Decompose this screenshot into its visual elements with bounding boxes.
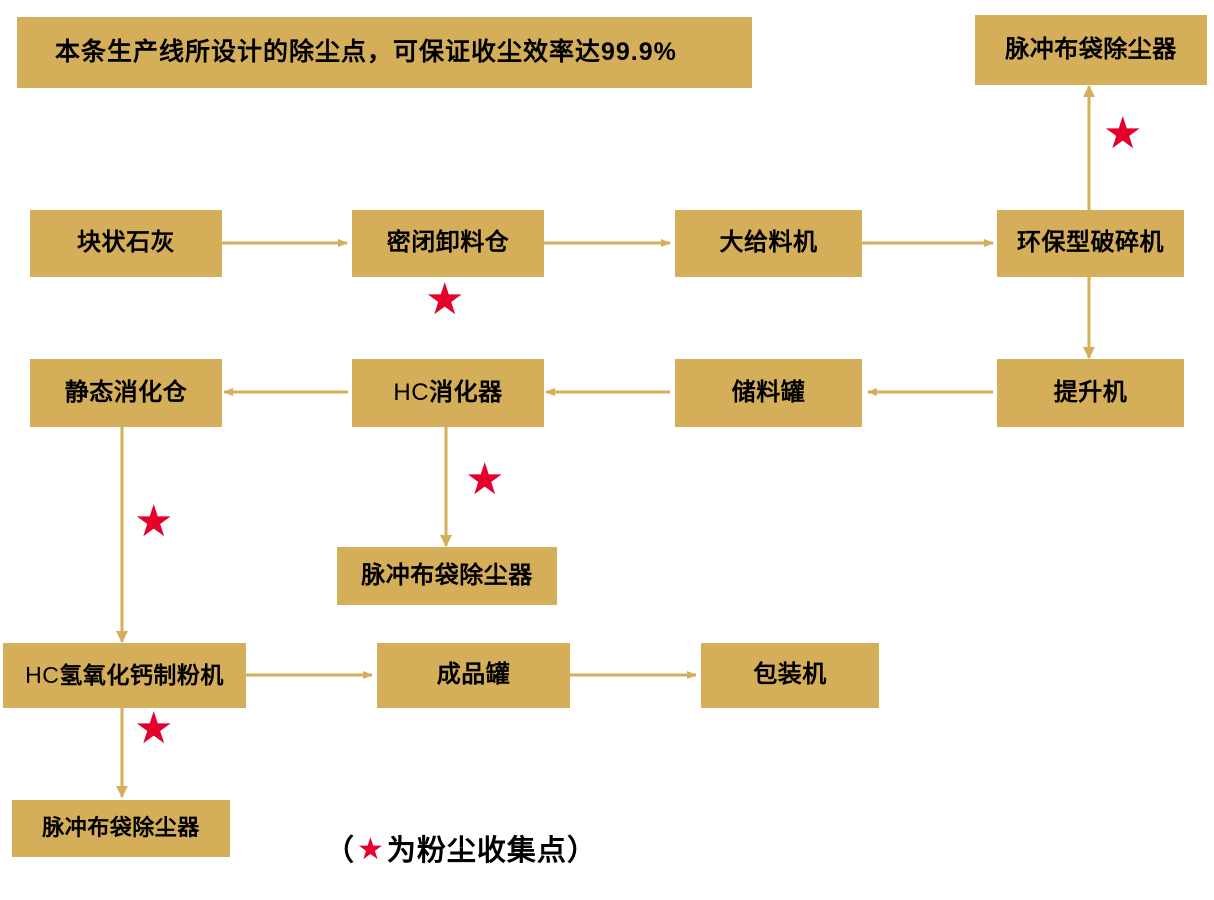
node-label: 提升机 [1053,378,1128,406]
node-dust-collector-middle[interactable]: 脉冲布袋除尘器 [337,547,557,605]
node-label: 氢氧化钙制粉机 [59,661,224,688]
node-label: 包装机 [753,661,827,689]
legend: （ ★ 为粉尘收集点 ） [325,827,597,869]
node-packaging-machine[interactable]: 包装机 [701,643,879,708]
title-banner: 本条生产线所设计的除尘点，可保证收尘效率达99.9% [17,17,752,88]
legend-star-icon: ★ [357,831,385,867]
node-dust-collector-bottom[interactable]: 脉冲布袋除尘器 [12,800,230,857]
node-eco-crusher[interactable]: 环保型破碎机 [997,210,1184,277]
node-static-digestion-bin[interactable]: 静态消化仓 [30,359,222,427]
node-storage-tank[interactable]: 储料罐 [675,359,862,427]
star-icon-static-bin: ★ [134,496,174,547]
node-finished-product-tank[interactable]: 成品罐 [377,643,570,708]
node-lump-lime[interactable]: 块状石灰 [30,210,222,277]
legend-text: 为粉尘收集点 [386,835,567,867]
node-label: 密闭卸料仓 [386,229,510,257]
legend-close-paren: ） [566,835,597,867]
node-label: 脉冲布袋除尘器 [1005,35,1177,63]
node-sealed-discharge-bin[interactable]: 密闭卸料仓 [352,210,544,277]
star-icon-crusher: ★ [1103,108,1143,159]
node-label: 大给料机 [719,229,818,257]
node-label: 储料罐 [731,378,806,406]
star-icon-powder-mill: ★ [134,703,174,754]
title-banner-text: 本条生产线所设计的除尘点，可保证收尘效率达99.9% [55,37,677,66]
node-label: 脉冲布袋除尘器 [361,561,533,589]
node-label: 脉冲布袋除尘器 [42,815,200,841]
node-label: 消化器 [429,378,503,406]
node-dust-collector-top-right[interactable]: 脉冲布袋除尘器 [975,15,1207,85]
star-icon-digester: ★ [465,454,505,505]
node-large-feeder[interactable]: 大给料机 [675,210,862,277]
node-label-prefix: HC [393,378,430,406]
star-icon-sealed-bin: ★ [425,274,465,325]
node-label: 块状石灰 [77,229,175,257]
node-label: 环保型破碎机 [1017,229,1164,257]
node-label: 成品罐 [436,661,511,689]
legend-open-paren: （ [325,835,356,867]
node-label-prefix: HC [25,661,60,688]
node-elevator[interactable]: 提升机 [997,359,1184,427]
node-label: 静态消化仓 [64,378,188,406]
